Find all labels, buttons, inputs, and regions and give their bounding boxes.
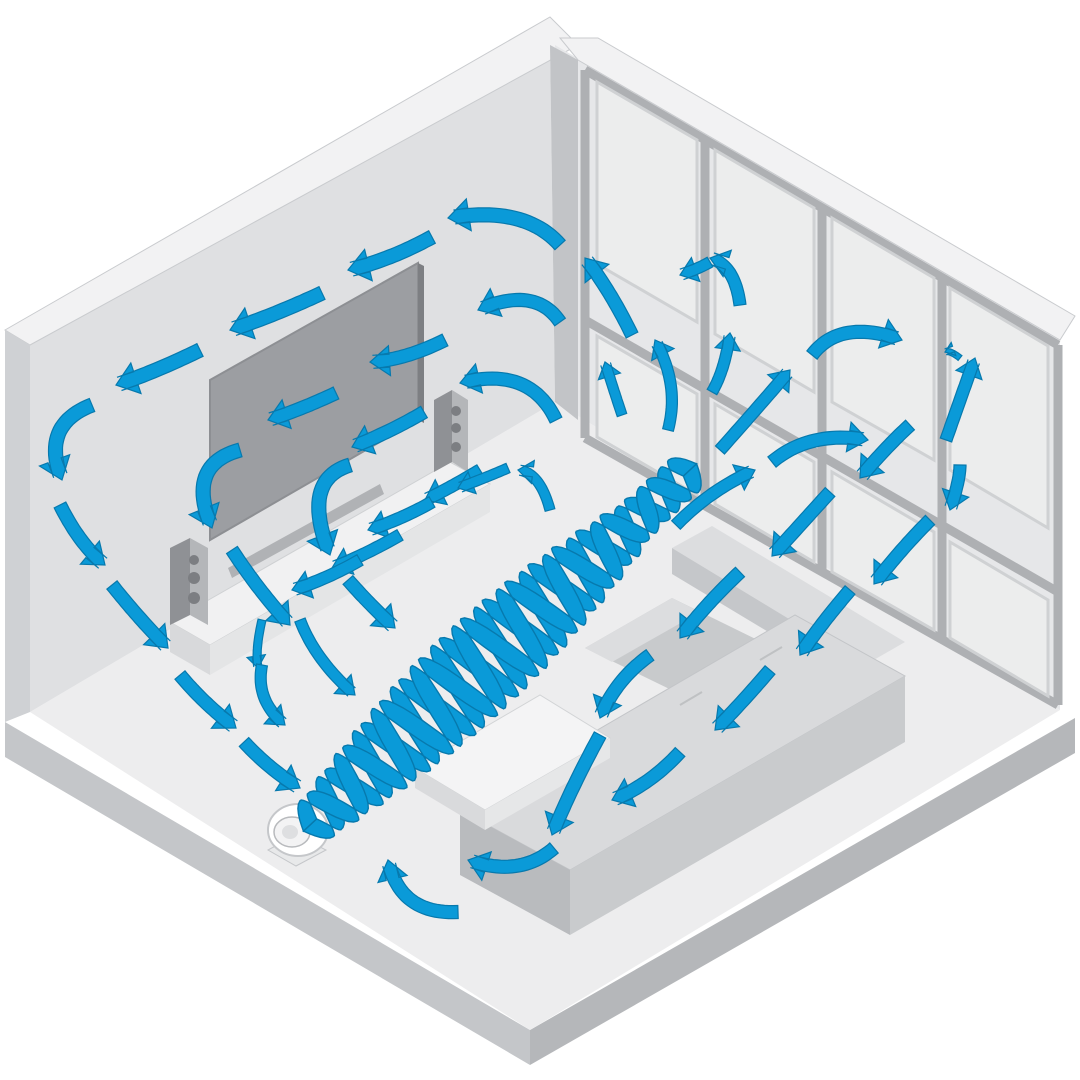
airflow-arrow [581, 256, 639, 339]
airflow-arrow [447, 197, 566, 251]
vortex-ribbon [297, 462, 702, 833]
airflow-arrow [544, 731, 607, 836]
airflow-arrow [267, 386, 340, 430]
airflow-arrow [939, 357, 983, 443]
left-wall-outer-edge [5, 330, 30, 722]
airflow-arrow [714, 368, 793, 455]
airflow-arrow [870, 514, 936, 586]
airflow-arrow [769, 486, 836, 559]
airflow-arrow [679, 256, 714, 283]
airflow-arrow [706, 332, 742, 396]
airflow-arrow [115, 342, 204, 395]
airflow-arrow [351, 405, 429, 455]
airflow-arrow [38, 397, 96, 481]
airflow-arrow [944, 341, 963, 362]
airflow-arrow [53, 501, 108, 569]
airflow-arrow [347, 229, 437, 282]
airflow-arrow [238, 736, 302, 793]
soundbar [228, 484, 384, 578]
airflow-arrow [941, 464, 971, 511]
floor-slab-left [5, 722, 530, 1065]
speaker-left [170, 538, 208, 625]
airflow-arrow [187, 442, 243, 529]
airflow-arrows [38, 197, 983, 920]
sofa-arm-top [585, 598, 700, 662]
airflow-arrow [174, 669, 238, 732]
airflow-arrow [670, 464, 756, 531]
window-frames [580, 66, 1063, 709]
airflow-arrow [306, 457, 353, 556]
airflow-arrow [457, 462, 511, 495]
airflow-arrow [676, 566, 746, 640]
speaker-right [434, 390, 468, 472]
airflow-arrow [342, 574, 398, 632]
airflow-arrow [856, 419, 916, 481]
airflow-arrow [611, 746, 686, 808]
airflow-arrow [650, 339, 678, 433]
airflow-arrow [712, 664, 776, 733]
airflow-vortex [297, 457, 702, 839]
airflow-arrow [376, 859, 459, 920]
airflow-arrow [806, 318, 903, 360]
airflow-arrow [369, 333, 449, 377]
corner-column [550, 45, 578, 420]
airflow-arrow [106, 580, 171, 651]
sofa-side-face [570, 676, 905, 935]
tv-console-front [170, 622, 210, 675]
airflow-arrow [367, 495, 436, 539]
window-glass [595, 79, 1050, 699]
airflow-arrow [709, 249, 747, 307]
airflow-arrow [245, 618, 267, 669]
airflow-arrow [467, 842, 560, 882]
airflow-arrow [291, 553, 364, 599]
sofa-back-top [672, 526, 905, 665]
window-wall-cap [558, 37, 1076, 341]
airflow-arrow [459, 362, 563, 424]
coffee-table-front [415, 768, 485, 830]
airflow-arrow [225, 545, 293, 627]
floor-slab-right [530, 718, 1075, 1065]
airflow-arrow [795, 584, 856, 657]
airflow-arrow [592, 648, 655, 719]
airflow-arrow [517, 459, 556, 513]
airflow-arrow [597, 361, 628, 418]
airflow-arrow [254, 663, 287, 728]
airflow-arrow [229, 285, 326, 340]
airflow-arrow [294, 617, 356, 697]
air-circulator-fan [266, 803, 329, 867]
airflow-arrow [767, 420, 869, 468]
airflow-arrow [477, 287, 567, 327]
